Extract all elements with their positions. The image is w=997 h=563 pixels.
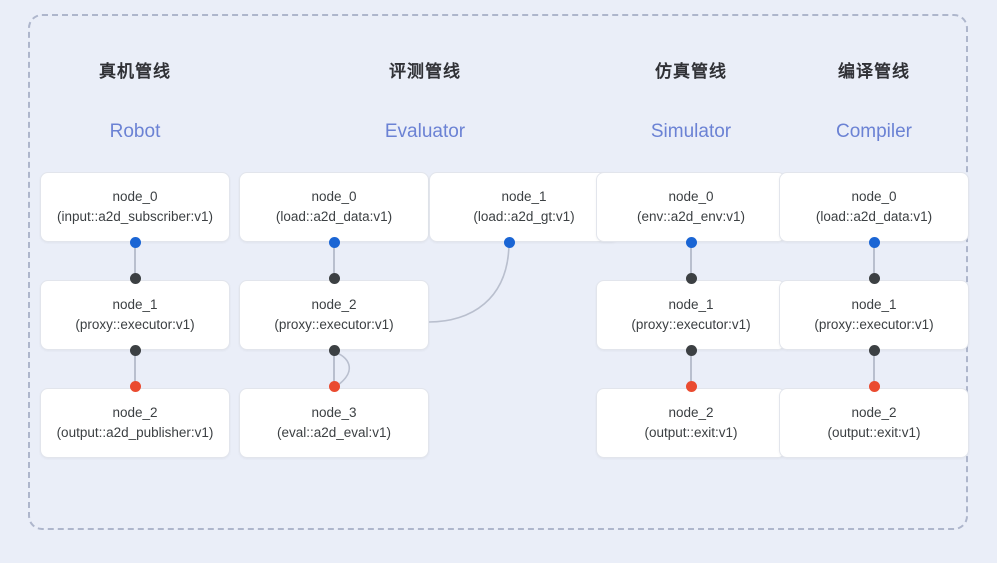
- node-id: node_2: [851, 405, 897, 420]
- port-in-evaluator-2[interactable]: [328, 272, 340, 284]
- port-out-compiler-1[interactable]: [868, 344, 880, 356]
- port-in-compiler-2[interactable]: [868, 380, 880, 392]
- edge-curve-executor-to-eval: [333, 351, 351, 386]
- node-type: (proxy::executor:v1): [631, 317, 751, 332]
- node-robot-1[interactable]: node_1 (proxy::executor:v1): [40, 280, 230, 350]
- node-evaluator-3[interactable]: node_3 (eval::a2d_eval:v1): [239, 388, 429, 458]
- node-id: node_2: [311, 297, 357, 312]
- port-out-compiler-0[interactable]: [868, 236, 880, 248]
- group-title-cn-simulator: 仿真管线: [655, 62, 727, 81]
- node-simulator-0[interactable]: node_0 (env::a2d_env:v1): [596, 172, 786, 242]
- pipeline-group-compiler: 编译管线 Compiler: [779, 60, 969, 144]
- port-out-robot-0[interactable]: [129, 236, 141, 248]
- pipeline-group-robot: 真机管线 Robot: [40, 60, 230, 144]
- port-out-simulator-1[interactable]: [685, 344, 697, 356]
- node-id: node_0: [311, 189, 357, 204]
- port-in-simulator-1[interactable]: [685, 272, 697, 284]
- node-compiler-0[interactable]: node_0 (load::a2d_data:v1): [779, 172, 969, 242]
- group-title-en-evaluator: Evaluator: [384, 121, 466, 142]
- edge-compiler-1-2: [873, 350, 875, 388]
- group-title-en-compiler: Compiler: [835, 121, 913, 142]
- node-id: node_1: [851, 297, 897, 312]
- node-id: node_1: [501, 189, 547, 204]
- node-type: (eval::a2d_eval:v1): [276, 425, 392, 440]
- node-compiler-2[interactable]: node_2 (output::exit:v1): [779, 388, 969, 458]
- node-simulator-1[interactable]: node_1 (proxy::executor:v1): [596, 280, 786, 350]
- edge-robot-1-2: [134, 350, 136, 388]
- node-id: node_2: [112, 405, 158, 420]
- node-type: (output::exit:v1): [827, 425, 921, 440]
- port-out-evaluator-1[interactable]: [503, 236, 515, 248]
- group-title-en-robot: Robot: [109, 121, 161, 142]
- node-id: node_0: [851, 189, 897, 204]
- node-id: node_3: [311, 405, 357, 420]
- edge-compiler-0-1: [873, 242, 875, 280]
- edge-simulator-0-1: [690, 242, 692, 280]
- node-id: node_0: [668, 189, 714, 204]
- node-simulator-2[interactable]: node_2 (output::exit:v1): [596, 388, 786, 458]
- group-title-cn-evaluator: 评测管线: [389, 62, 461, 81]
- node-compiler-1[interactable]: node_1 (proxy::executor:v1): [779, 280, 969, 350]
- port-in-compiler-1[interactable]: [868, 272, 880, 284]
- node-type: (input::a2d_subscriber:v1): [56, 209, 214, 224]
- group-title-en-simulator: Simulator: [650, 121, 732, 142]
- node-type: (load::a2d_data:v1): [275, 209, 393, 224]
- node-type: (output::exit:v1): [644, 425, 738, 440]
- node-evaluator-1[interactable]: node_1 (load::a2d_gt:v1): [429, 172, 619, 242]
- node-type: (proxy::executor:v1): [274, 317, 394, 332]
- node-type: (proxy::executor:v1): [75, 317, 195, 332]
- edge-robot-0-1: [134, 242, 136, 280]
- port-out-evaluator-0[interactable]: [328, 236, 340, 248]
- port-out-simulator-0[interactable]: [685, 236, 697, 248]
- node-robot-0[interactable]: node_0 (input::a2d_subscriber:v1): [40, 172, 230, 242]
- edge-evaluator-0-2: [333, 242, 335, 280]
- node-id: node_1: [112, 297, 158, 312]
- node-id: node_1: [668, 297, 714, 312]
- port-out-evaluator-2[interactable]: [328, 344, 340, 356]
- port-in-robot-2[interactable]: [129, 380, 141, 392]
- port-in-robot-1[interactable]: [129, 272, 141, 284]
- group-title-cn-robot: 真机管线: [99, 62, 171, 81]
- edge-simulator-1-2: [690, 350, 692, 388]
- port-in-evaluator-3[interactable]: [328, 380, 340, 392]
- group-title-cn-compiler: 编译管线: [838, 62, 910, 81]
- node-id: node_0: [112, 189, 158, 204]
- node-id: node_2: [668, 405, 714, 420]
- node-type: (load::a2d_data:v1): [815, 209, 933, 224]
- node-type: (proxy::executor:v1): [814, 317, 934, 332]
- port-out-robot-1[interactable]: [129, 344, 141, 356]
- pipeline-group-evaluator: 评测管线 Evaluator: [240, 60, 610, 144]
- node-type: (output::a2d_publisher:v1): [56, 425, 214, 440]
- node-evaluator-2[interactable]: node_2 (proxy::executor:v1): [239, 280, 429, 350]
- node-type: (env::a2d_env:v1): [636, 209, 746, 224]
- node-type: (load::a2d_gt:v1): [473, 209, 575, 224]
- port-in-simulator-2[interactable]: [685, 380, 697, 392]
- node-evaluator-0[interactable]: node_0 (load::a2d_data:v1): [239, 172, 429, 242]
- pipeline-group-simulator: 仿真管线 Simulator: [596, 60, 786, 144]
- node-robot-2[interactable]: node_2 (output::a2d_publisher:v1): [40, 388, 230, 458]
- edge-curve-gt-to-executor: [428, 241, 510, 323]
